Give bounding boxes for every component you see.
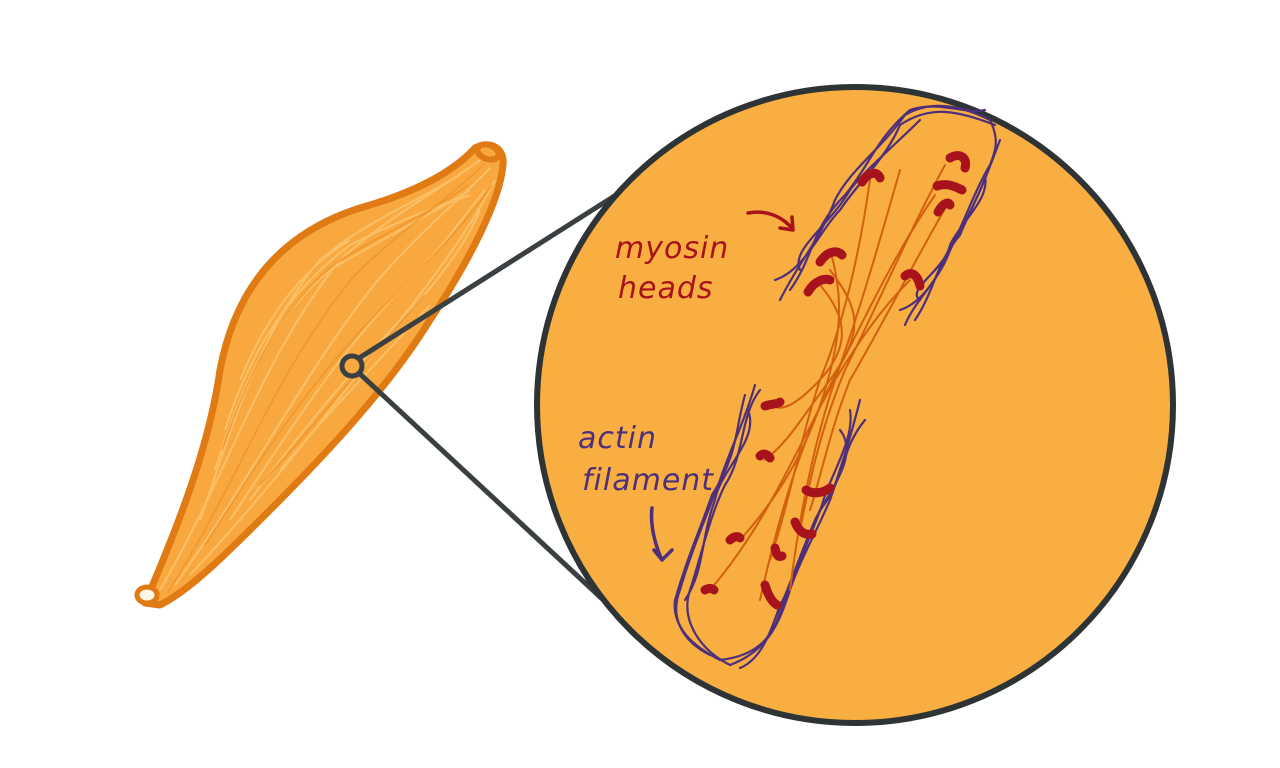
myosin-head xyxy=(932,180,967,195)
myosin-head xyxy=(815,247,847,267)
muscle-body xyxy=(141,141,507,609)
muscle-tendon-end-top xyxy=(474,141,502,163)
myosin-label-line1: myosin xyxy=(615,231,729,266)
zoom-line-bottom xyxy=(357,371,615,611)
myosin-head xyxy=(790,517,817,539)
myosin-head xyxy=(760,580,782,610)
muscle-fibers-dark xyxy=(167,162,493,593)
muscle-tendon-end-bottom xyxy=(134,584,160,606)
zoom-origin-marker xyxy=(339,353,365,379)
actin-label-line2: filament xyxy=(582,463,714,498)
myosin-arrow-icon xyxy=(746,210,795,232)
magnified-view xyxy=(534,84,1176,726)
myosin-head xyxy=(760,397,785,411)
myosin-label-line2: heads xyxy=(618,271,714,306)
myosin-head xyxy=(857,168,885,187)
myosin-head xyxy=(700,584,719,595)
myosin-head xyxy=(770,543,787,561)
actin-filament-lower xyxy=(673,383,867,670)
actin-arrow-icon xyxy=(649,506,674,562)
myosin-heads xyxy=(700,151,971,610)
myosin-head xyxy=(933,198,955,217)
myosin-head xyxy=(900,269,925,291)
myosin-head xyxy=(755,449,775,463)
myosin-head xyxy=(803,274,835,297)
myosin-head xyxy=(945,151,971,173)
actin-label-line1: actin xyxy=(578,421,657,456)
muscle xyxy=(134,141,507,609)
myosin-head xyxy=(801,483,835,498)
myosin-filament xyxy=(709,164,951,601)
myosin-head xyxy=(725,532,745,545)
